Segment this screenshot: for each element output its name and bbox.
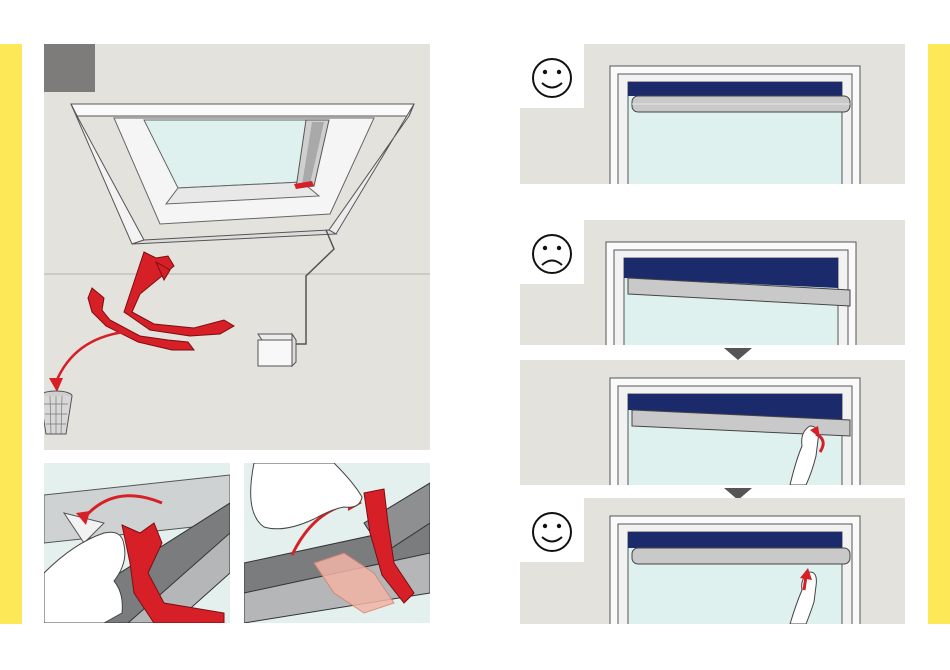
step-adjust-blind [520, 360, 905, 485]
window-with-blind [606, 242, 856, 345]
window-with-blind [610, 378, 860, 485]
left-edge-tab [0, 44, 22, 624]
window-with-blind [610, 66, 860, 184]
control-cable [294, 230, 334, 344]
step-level-blind-final [520, 498, 905, 624]
waste-basket-icon [44, 391, 72, 434]
window-with-blind [610, 516, 860, 624]
hand-illustration [251, 463, 362, 529]
discard-arrow [56, 332, 124, 382]
control-box [258, 334, 296, 366]
happy-face-icon [533, 513, 571, 551]
step-marker-square [44, 44, 95, 92]
down-triangle-icon [724, 348, 752, 360]
happy-face-icon [533, 59, 571, 97]
right-edge-tab [928, 44, 950, 624]
roof-window [71, 104, 414, 244]
step-level-blind [520, 44, 905, 184]
step-tilted-blind [520, 220, 905, 345]
seal-removal-detail-2 [244, 463, 430, 623]
sad-face-icon [533, 235, 571, 273]
hand-illustration [44, 532, 125, 623]
seal-removal-detail-1 [44, 463, 230, 623]
main-installation-panel [44, 44, 430, 450]
